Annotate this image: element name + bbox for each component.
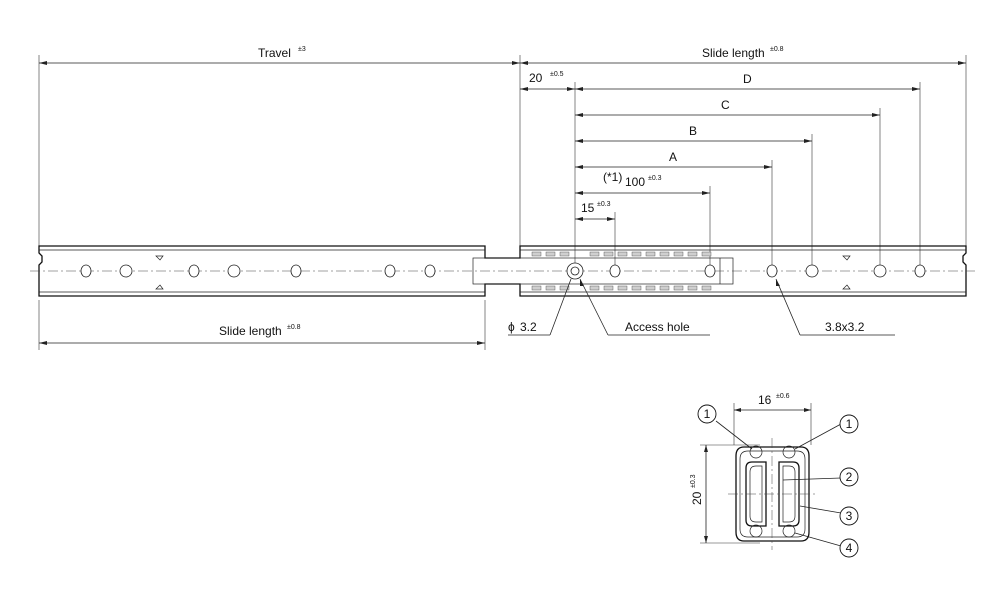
slide-elevation bbox=[30, 245, 975, 297]
balloon-3: 3 bbox=[846, 509, 853, 523]
travel-tolerance: ±3 bbox=[298, 46, 306, 53]
mounting-holes-right bbox=[566, 262, 926, 280]
travel-dimension: Travel ±3 bbox=[38, 46, 521, 248]
dimension-c: C bbox=[575, 98, 881, 268]
travel-label: Travel bbox=[258, 46, 291, 60]
ball-row-top bbox=[531, 251, 712, 257]
ball-row-bottom bbox=[531, 285, 712, 291]
height-20-label: 20 bbox=[690, 491, 704, 505]
balloon-2: 2 bbox=[846, 470, 853, 484]
dimension-100: (*1) 100 ±0.3 bbox=[575, 170, 711, 268]
dimension-100-label: 100 bbox=[625, 175, 645, 189]
balloon-4: 4 bbox=[846, 541, 853, 555]
dimension-100-tolerance: ±0.3 bbox=[648, 175, 662, 182]
width-16-tolerance: ±0.6 bbox=[776, 393, 790, 400]
dimension-15-tolerance: ±0.3 bbox=[597, 201, 611, 208]
slide-length-top-label: Slide length bbox=[702, 46, 765, 60]
balloon-1-right: 1 bbox=[846, 417, 853, 431]
hole-diameter-callout: ϕ 3.2 bbox=[508, 278, 572, 336]
dimension-b-label: B bbox=[689, 124, 697, 138]
dimension-a-label: A bbox=[669, 150, 677, 164]
access-hole-label: Access hole bbox=[625, 320, 690, 334]
dimension-a: A bbox=[575, 150, 773, 268]
balloon-1-left: 1 bbox=[704, 407, 711, 421]
dimension-15-label: 15 bbox=[581, 201, 595, 215]
offset-20-label: 20 bbox=[529, 71, 543, 85]
phi-symbol: ϕ bbox=[508, 320, 515, 334]
slide-length-bottom-label: Slide length bbox=[219, 324, 282, 338]
slide-length-bottom-dimension: Slide length ±0.8 bbox=[38, 300, 486, 350]
dimension-15: 15 ±0.3 bbox=[575, 201, 616, 268]
slide-length-top-tolerance: ±0.8 bbox=[770, 46, 784, 53]
dimension-100-prefix: (*1) bbox=[603, 170, 622, 184]
slide-length-top-dimension: Slide length ±0.8 bbox=[520, 46, 967, 248]
hole-diameter-label: 3.2 bbox=[520, 320, 537, 334]
mounting-holes-left bbox=[80, 264, 436, 278]
dimension-d: D bbox=[575, 72, 921, 268]
offset-20-tolerance: ±0.5 bbox=[550, 71, 564, 78]
dimension-c-label: C bbox=[721, 98, 730, 112]
cross-section-view: 16 ±0.6 20 ±0.3 1 1 bbox=[690, 393, 859, 558]
slide-length-bottom-tolerance: ±0.8 bbox=[287, 324, 301, 331]
height-20-tolerance: ±0.3 bbox=[690, 474, 697, 488]
slot-size-label: 3.8x3.2 bbox=[825, 320, 865, 334]
width-16-label: 16 bbox=[758, 393, 772, 407]
slot-size-callout: 3.8x3.2 bbox=[775, 278, 895, 336]
dimension-d-label: D bbox=[743, 72, 752, 86]
offset-20-dimension: 20 ±0.5 bbox=[520, 71, 576, 270]
access-hole-callout: Access hole bbox=[579, 278, 710, 336]
